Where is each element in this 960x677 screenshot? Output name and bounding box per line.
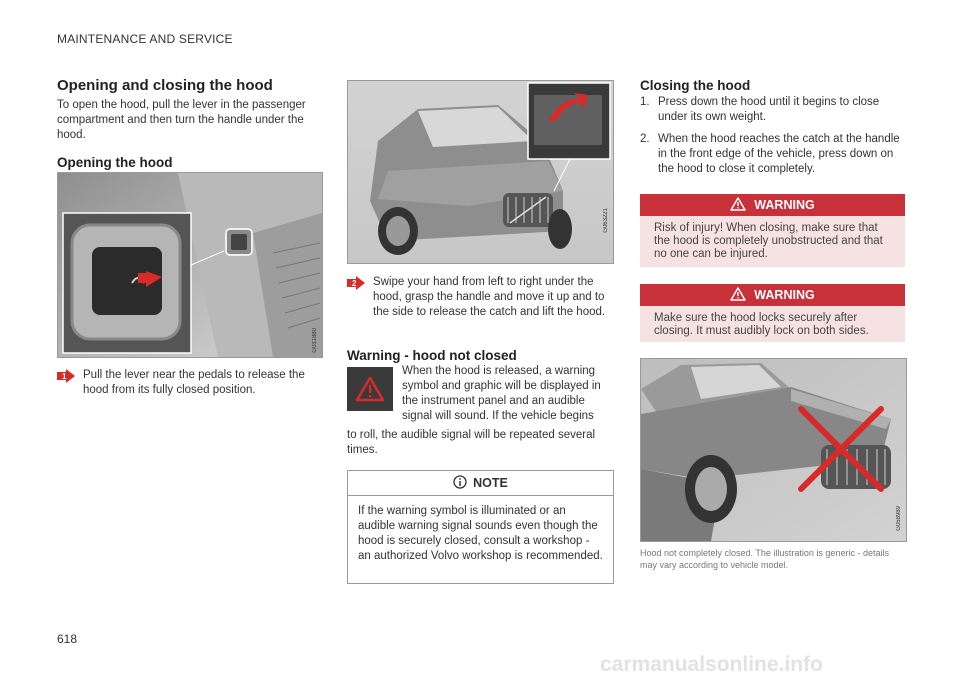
step-1-text: Pull the lever near the pedals to releas… (83, 369, 305, 396)
intro-text: To open the hood, pull the lever in the … (57, 99, 306, 141)
note-label: NOTE (473, 476, 508, 490)
warning-symbol-icon (347, 367, 393, 411)
running-header: MAINTENANCE AND SERVICE (57, 32, 233, 46)
figure-code: G058989 (896, 506, 902, 531)
figure-code: G031880 (312, 328, 318, 353)
info-circle-icon (453, 474, 467, 492)
warning-header-1: WARNING (640, 194, 905, 216)
warning-box-2: WARNING Make sure the hood locks securel… (640, 284, 905, 342)
warning-triangle-icon (730, 196, 747, 214)
figure-hood-handle: G063221 (347, 80, 614, 264)
watermark-text: carmanualsonline.info (600, 653, 823, 676)
step-2-arrow-badge-icon: 2 (347, 276, 365, 320)
step-2-text: Swipe your hand from left to right under… (373, 276, 606, 318)
subsection-title-warning-not-closed: Warning - hood not closed (347, 348, 517, 363)
note-text: If the warning symbol is illuminated or … (358, 505, 603, 562)
column-3: Closing the hood 1. Press down the hood … (640, 78, 905, 184)
page-number: 618 (57, 632, 78, 646)
warning-header-2: WARNING (640, 284, 905, 306)
figure-code: G063221 (603, 208, 609, 233)
svg-text:2: 2 (352, 279, 357, 288)
note-box: NOTE If the warning symbol is illuminate… (347, 470, 614, 584)
warning-box-1: WARNING Risk of injury! When closing, ma… (640, 194, 905, 267)
section-title: Opening and closing the hood (57, 77, 273, 94)
warning-paragraph-part-a: When the hood is released, a warning sym… (402, 365, 601, 422)
lever-illustration (58, 173, 322, 357)
warning-label-2: WARNING (754, 288, 815, 302)
note-header: NOTE (348, 471, 613, 496)
warning-label-1: WARNING (754, 198, 815, 212)
warning-triangle-icon (730, 286, 747, 304)
subsection-title-closing: Closing the hood (640, 78, 751, 93)
closing-step-1: 1. Press down the hood until it begins t… (640, 96, 880, 123)
closing-step-2: 2. When the hood reaches the catch at th… (640, 133, 900, 175)
car-front-illustration (348, 81, 613, 263)
step-2: 2 Swipe your hand from left to right und… (347, 275, 613, 320)
warning-text-1: Risk of injury! When closing, make sure … (654, 222, 883, 260)
step-1-arrow-badge-icon: 1 (57, 369, 75, 398)
column-1: Opening and closing the hood To open the… (57, 77, 322, 170)
warning-text-2: Make sure the hood locks securely after … (654, 312, 869, 337)
figure-hood-not-closed: G058989 (640, 358, 907, 542)
figure-hood-release-lever: G031880 (57, 172, 323, 358)
closing-steps-list: 1. Press down the hood until it begins t… (640, 95, 905, 177)
hood-open-illustration (641, 359, 906, 541)
step-1: 1 Pull the lever near the pedals to rele… (57, 368, 321, 398)
figure-caption: Hood not completely closed. The illustra… (640, 548, 889, 570)
svg-text:1: 1 (62, 372, 67, 381)
subsection-title-opening: Opening the hood (57, 155, 173, 170)
warning-paragraph-part-b: to roll, the audible signal will be repe… (347, 429, 596, 456)
